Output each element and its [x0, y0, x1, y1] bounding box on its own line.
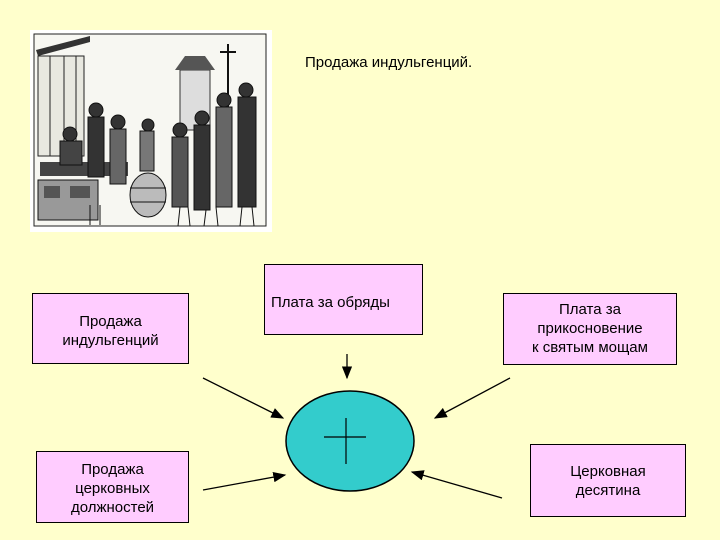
arrow-indulgence	[202, 377, 285, 419]
node-indulgence-sale: Продажа индульгенций	[32, 293, 189, 364]
node-line: индульгенций	[62, 332, 159, 349]
woodcut-drawing	[33, 33, 267, 227]
node-line: Церковная	[570, 463, 646, 480]
node-line: Продажа	[79, 313, 142, 330]
arrow-tithe	[410, 470, 503, 499]
node-church-tithe: Церковная десятина	[530, 444, 686, 517]
node-line: должностей	[70, 499, 155, 516]
node-line: прикосновение	[537, 320, 643, 337]
woodcut-illustration	[30, 30, 272, 232]
node-line: Продажа	[81, 461, 144, 478]
node-line: к святым мощам	[532, 339, 648, 356]
arrow-offices	[202, 471, 287, 491]
slide-title: Продажа индульгенций.	[305, 54, 473, 71]
church-oval	[285, 390, 415, 492]
node-line: Плата за обряды	[271, 294, 390, 311]
node-line: церковных	[75, 480, 150, 497]
node-line: десятина	[575, 482, 641, 499]
arrow-relics	[433, 377, 511, 419]
node-relics-fee: Плата за прикосновение к святым мощам	[503, 293, 677, 365]
node-line: Плата за	[559, 301, 621, 318]
node-church-offices-sale: Продажа церковных должностей	[36, 451, 189, 523]
node-rites-fee: Плата за обряды	[264, 264, 423, 335]
